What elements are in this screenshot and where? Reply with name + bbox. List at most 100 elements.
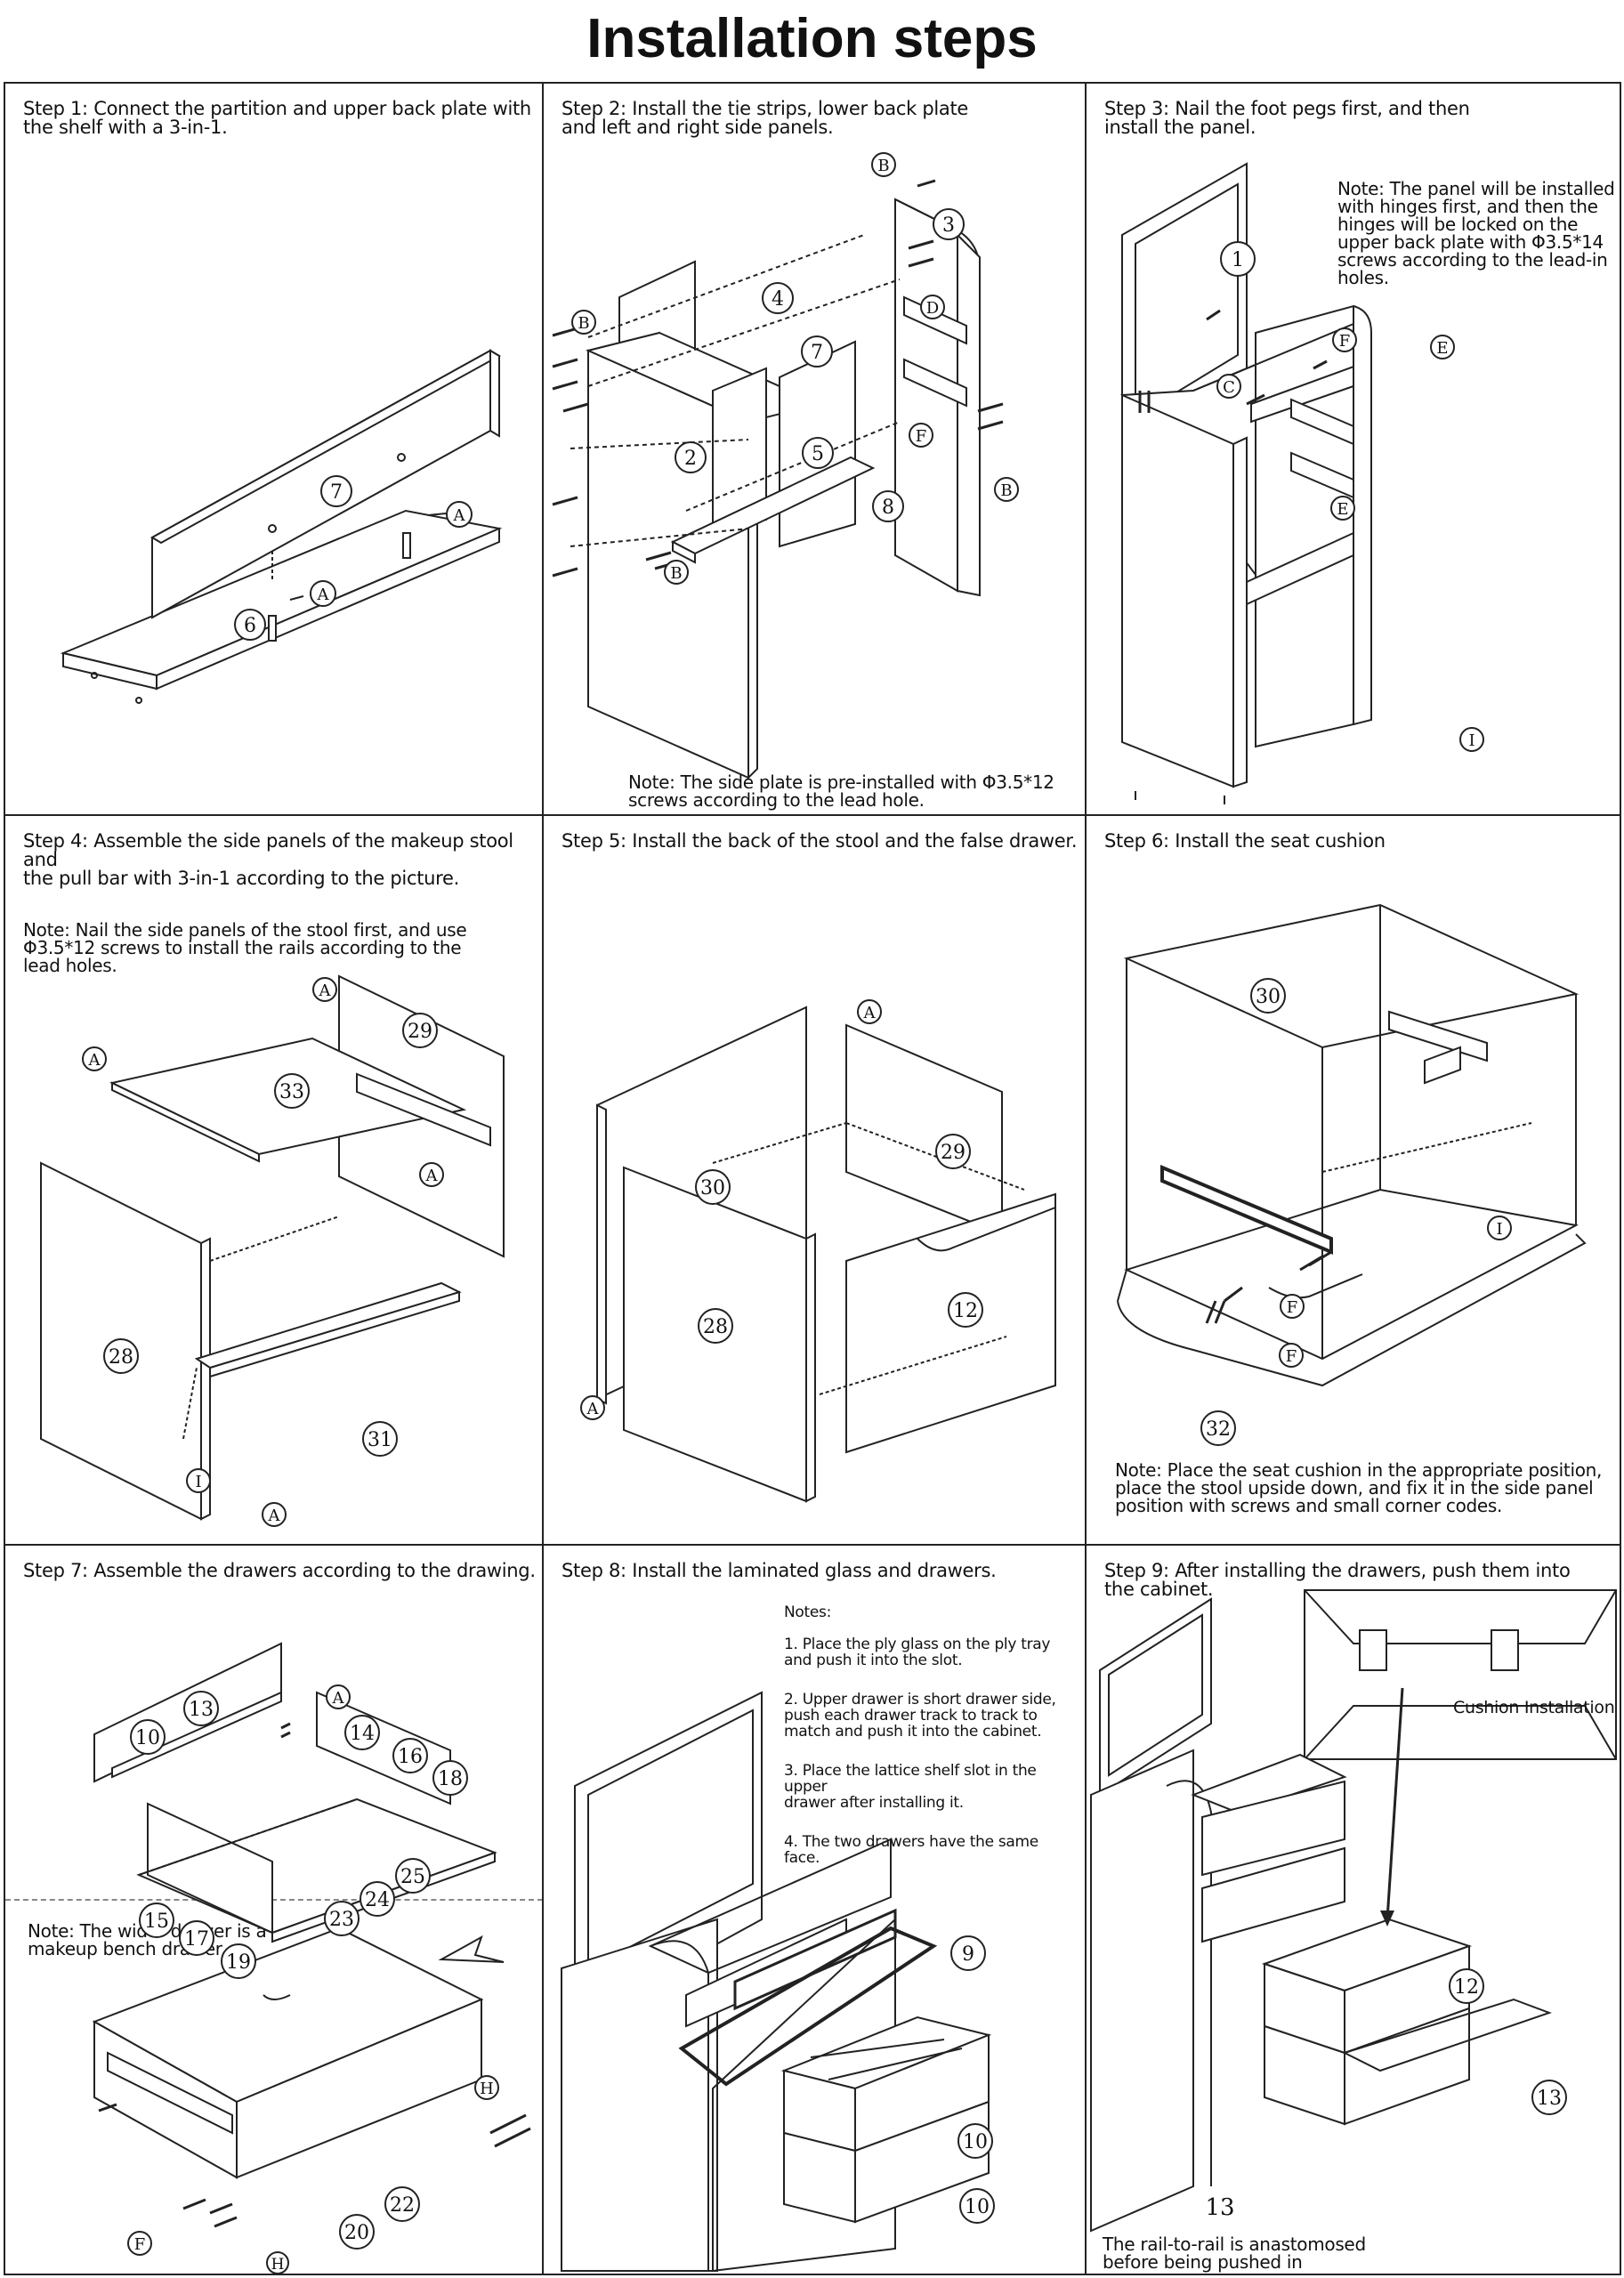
step-1-panel: Step 1: Connect the partition and upper … [5, 84, 542, 814]
part-label [948, 1292, 983, 1328]
part-label [274, 1073, 310, 1109]
part-label-a: A [88, 1051, 101, 1070]
step-3-heading: Step 3: Nail the foot pegs first, and th… [1104, 98, 1470, 138]
part-label [935, 1134, 971, 1169]
part-label-d: D [926, 299, 939, 318]
grid-divider [5, 1544, 1620, 1546]
part-label-10: 10 [135, 1727, 160, 1749]
part-label [139, 1902, 174, 1938]
step-3-panel: Step 3: Nail the foot pegs first, and th… [1087, 84, 1621, 814]
part-label [695, 1169, 731, 1205]
part-label [339, 2214, 375, 2250]
part-label [320, 475, 352, 507]
part-label [432, 1760, 468, 1796]
section-divider [5, 1899, 542, 1901]
part-label [395, 1858, 431, 1894]
part-label-4: 4 [772, 288, 784, 311]
part-label [360, 1881, 395, 1917]
part-label-i: I [195, 1473, 201, 1491]
part-label [312, 977, 337, 1002]
part-label-b: B [1000, 481, 1012, 500]
step-8-heading: Step 8: Install the laminated glass and … [562, 1560, 997, 1581]
part-label [802, 437, 834, 469]
part-label-12: 12 [1454, 1976, 1479, 1999]
part-label-25: 25 [400, 1866, 425, 1888]
part-label [384, 2186, 420, 2222]
part-label-f: F [916, 427, 927, 446]
part-label-c: C [1223, 378, 1235, 397]
part-label [183, 1691, 219, 1726]
step-1-heading: Step 1: Connect the partition and upper … [23, 98, 531, 138]
part-label-a: A [586, 1400, 600, 1418]
part-label-30: 30 [700, 1177, 725, 1200]
part-label [362, 1421, 398, 1457]
part-label [571, 310, 596, 335]
part-label [871, 152, 896, 177]
grid-divider [5, 814, 1620, 816]
part-label-e: E [1337, 500, 1348, 519]
part-label-f: F [134, 2235, 146, 2254]
part-label [392, 1738, 428, 1773]
part-label [872, 490, 904, 522]
part-label [179, 1920, 214, 1956]
part-label [324, 1901, 360, 1936]
step-2-heading: Step 2: Install the tie strips, lower ba… [562, 98, 969, 138]
part-label-h: H [480, 2080, 494, 2098]
part-label [909, 423, 933, 448]
part-label-10: 10 [965, 2196, 990, 2218]
part-label-a: A [425, 1167, 439, 1185]
part-label [1449, 1968, 1484, 2004]
part-label-29: 29 [941, 1142, 966, 1164]
part-label [344, 1715, 380, 1750]
part-label [762, 282, 794, 314]
step-8-note-4: 4. The two drawers have the same face. [784, 1833, 1038, 1867]
step-5-panel: Step 5: Install the back of the stool an… [544, 816, 1085, 1544]
part-label [402, 1013, 438, 1048]
part-label-23: 23 [329, 1909, 354, 1931]
part-label-13: 13 [1537, 2088, 1562, 2110]
part-label [474, 2075, 499, 2100]
drawer-number-label: 13 [1205, 2194, 1234, 2221]
part-label-16: 16 [398, 1746, 423, 1768]
part-label [419, 1162, 444, 1187]
part-label-b: B [670, 564, 682, 583]
step-6-diagram: 30 I F F 32 [1117, 903, 1587, 1446]
part-label [1487, 1216, 1512, 1240]
step-2-note: Note: The side plate is pre-installed wi… [628, 771, 1054, 811]
step-6-panel: Step 6: Install the seat cushion [1087, 816, 1621, 1544]
part-label [698, 1308, 733, 1344]
step-4-diagram: A 29 A 33 A 28 31 A I [40, 974, 505, 1527]
part-label [1332, 327, 1357, 352]
part-label [266, 2251, 289, 2274]
part-label [1280, 1294, 1305, 1319]
part-label [933, 208, 965, 240]
part-label [1250, 978, 1286, 1014]
part-label [1430, 335, 1455, 359]
part-label [103, 1338, 139, 1374]
part-label [186, 1468, 211, 1493]
part-label-7: 7 [330, 481, 343, 504]
steps-grid: Step 1: Connect the partition and upper … [4, 82, 1621, 2275]
grid-divider [542, 84, 544, 2274]
step-3-note: Note: The panel will be installed with h… [1337, 178, 1615, 288]
step-7-panel: Step 7: Assemble the drawers according t… [5, 1546, 542, 2275]
part-label-17: 17 [184, 1928, 209, 1951]
part-label-13: 13 [189, 1699, 214, 1721]
part-label-a: A [453, 506, 466, 525]
part-label [1200, 1410, 1236, 1446]
step-4-heading: Step 4: Assemble the side panels of the … [23, 830, 513, 889]
part-label-6: 6 [244, 615, 256, 637]
part-label-9: 9 [962, 1943, 974, 1966]
part-label-32: 32 [1206, 1418, 1231, 1441]
part-label-i: I [1468, 731, 1475, 750]
part-label-22: 22 [390, 2194, 415, 2217]
step-8-notes: Notes: 1. Place the ply glass on the ply… [784, 1588, 1078, 1882]
part-label [957, 2123, 993, 2159]
part-label [1216, 374, 1241, 399]
part-label-8: 8 [882, 497, 894, 519]
part-label-i: I [1496, 1220, 1502, 1239]
step-2-panel: Step 2: Install the tie strips, lower ba… [544, 84, 1085, 814]
part-label [857, 999, 882, 1024]
part-label [127, 2231, 152, 2256]
step-7-diagram: 13 A 10 14 16 18 25 24 23 15 1 [92, 1642, 531, 2274]
